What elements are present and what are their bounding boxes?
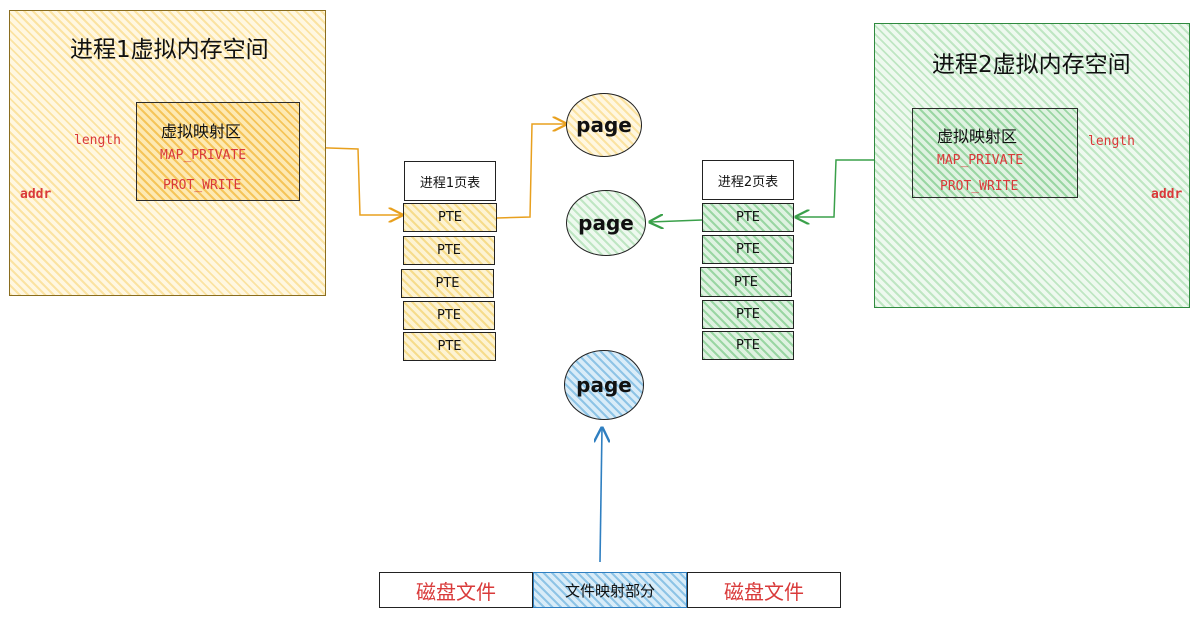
file-to-page-arrow (600, 428, 602, 563)
pagetable2-title: 进程2页表 (702, 160, 794, 200)
process2-length-label: length (1088, 134, 1135, 149)
pagetable2-entry: PTE (700, 267, 792, 297)
pagetable1-entry: PTE (403, 301, 495, 330)
page-shared-orange: page (566, 93, 642, 157)
process1-vma-label: 虚拟映射区 (161, 122, 242, 141)
pagetable2-entry: PTE (702, 300, 794, 329)
file-mapped-part: 文件映射部分 (533, 572, 687, 608)
pagetable1-body: PTE PTE PTE PTE PTE (401, 201, 497, 362)
vma1-to-pte-arrow (299, 146, 402, 215)
process2-title: 进程2虚拟内存空间 (932, 52, 1131, 78)
process1-flag-private: MAP_PRIVATE (160, 148, 247, 163)
process2-flag-private: MAP_PRIVATE (937, 153, 1024, 168)
process1-length-label: length (74, 133, 121, 148)
pagetable2-entry: PTE (702, 235, 794, 264)
pagetable1-title: 进程1页表 (404, 161, 496, 201)
process1-title: 进程1虚拟内存空间 (70, 37, 269, 63)
process2-vma-label: 虚拟映射区 (937, 127, 1018, 146)
process2-addr-label: addr (1151, 187, 1183, 202)
pagetable1-entry: PTE (403, 332, 496, 361)
pagetable1-entry: PTE (401, 269, 494, 298)
process2-vma (912, 108, 1078, 198)
process1-addr-label: addr (20, 187, 52, 202)
page-file: page (564, 350, 644, 420)
disk-file-right: 磁盘文件 (687, 572, 841, 608)
process1-flag-write: PROT_WRITE (163, 178, 242, 193)
process1-vma (136, 102, 300, 201)
page-shared-green: page (566, 190, 646, 256)
pagetable1-entry: PTE (403, 236, 495, 265)
pagetable1-entry: PTE (403, 203, 497, 232)
pte-to-page-arrow (496, 124, 566, 219)
pagetable2-entry: PTE (702, 203, 794, 232)
pte2-to-page-arrow (650, 220, 703, 222)
pagetable2-entry: PTE (702, 331, 794, 360)
disk-file-left: 磁盘文件 (379, 572, 533, 608)
pagetable2-body: PTE PTE PTE PTE PTE (700, 200, 796, 361)
process2-flag-write: PROT_WRITE (940, 179, 1019, 194)
